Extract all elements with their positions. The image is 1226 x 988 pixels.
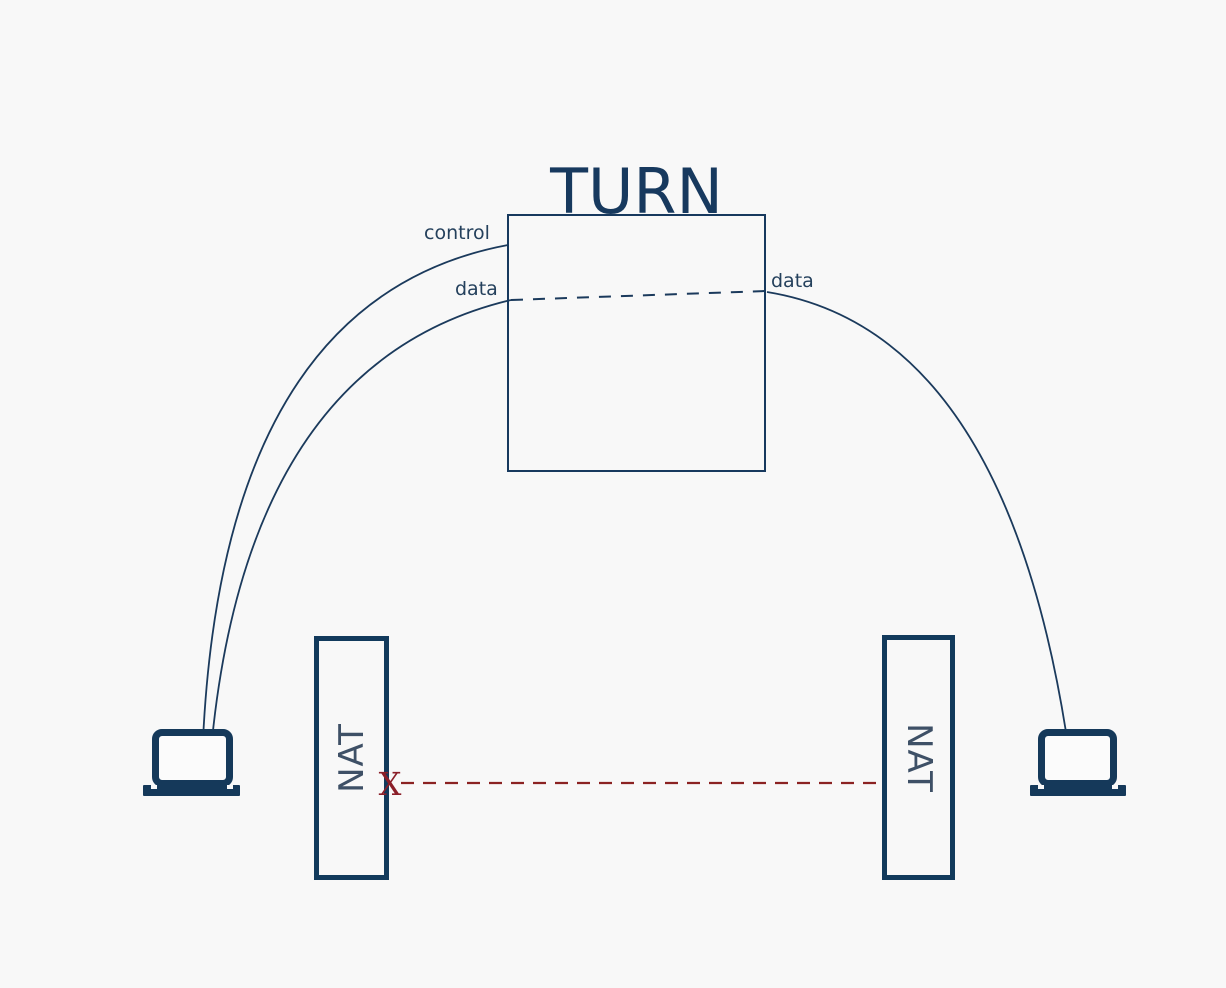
turn-server-box [507, 214, 766, 472]
blocked-path-x-marker: X [378, 765, 402, 803]
nat-box-left: NAT [314, 636, 389, 880]
turn-server-title: TURN [550, 155, 723, 228]
laptop-notch [1112, 785, 1118, 789]
nat-box-right: NAT [882, 635, 955, 880]
laptop-screen-left [152, 729, 233, 787]
data-connection-curve-right [766, 291, 1067, 733]
nat-label-right: NAT [898, 722, 939, 793]
laptop-notch [151, 785, 157, 789]
laptop-screen-right [1038, 729, 1117, 787]
nat-label-left: NAT [331, 723, 372, 793]
data-connection-label-left: data [455, 278, 498, 300]
laptop-base-right [1030, 785, 1126, 796]
laptop-notch [1038, 785, 1044, 789]
control-connection-label: control [424, 222, 490, 244]
laptop-base-left [143, 785, 240, 796]
laptop-notch [227, 785, 233, 789]
data-connection-curve-left [211, 299, 512, 741]
data-connection-label-right: data [771, 270, 814, 292]
control-connection-curve [202, 244, 509, 741]
